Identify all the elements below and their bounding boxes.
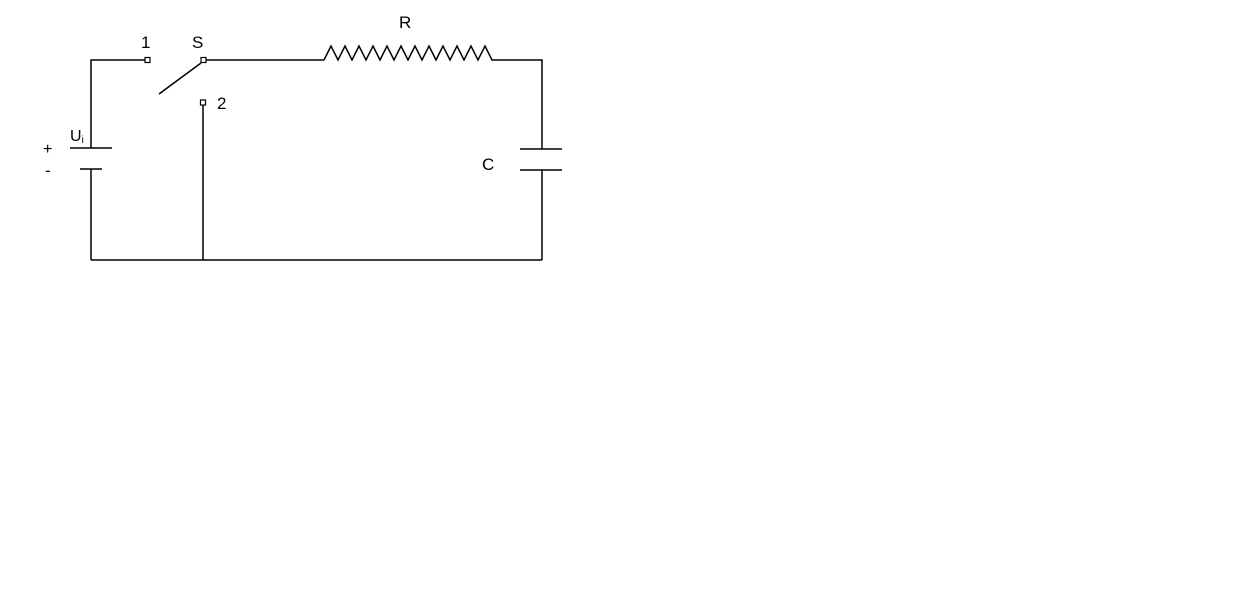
switch-blade	[158, 62, 202, 95]
label-resistor: R	[399, 13, 411, 32]
wire-left-top	[90, 59, 147, 148]
label-position-2: 2	[217, 94, 226, 113]
label-capacitor: C	[482, 155, 494, 174]
terminal-switch-pivot	[200, 56, 207, 64]
label-source-sub: i	[82, 135, 84, 146]
label-source: Ui	[70, 128, 84, 146]
terminal-position-2	[199, 99, 207, 106]
label-position-1: 1	[141, 33, 150, 52]
label-plus: +	[43, 141, 52, 158]
label-switch: S	[192, 33, 203, 52]
wire-right-top	[496, 59, 543, 149]
label-source-main: U	[70, 128, 82, 145]
terminal-position-1	[144, 56, 151, 64]
resistor-zigzag	[323, 44, 496, 62]
label-minus: -	[45, 161, 51, 180]
